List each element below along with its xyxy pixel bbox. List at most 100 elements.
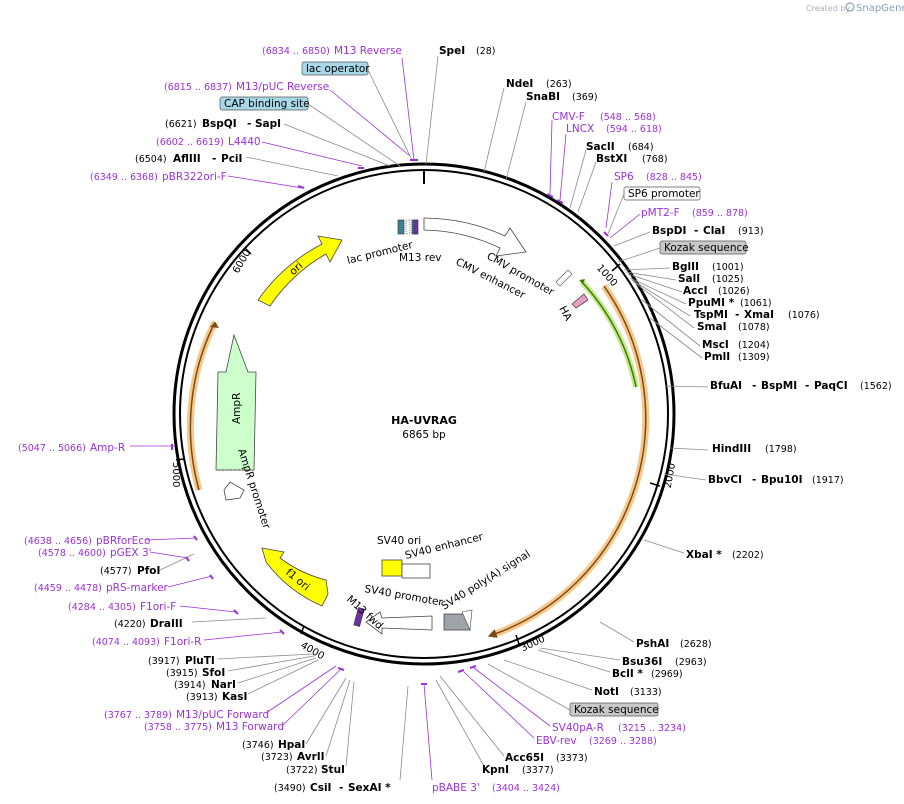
enzyme-bfuai-sep: - (752, 380, 756, 392)
enzyme-pluti: PluTI (185, 655, 215, 667)
enzyme-nari: NarI (211, 679, 236, 691)
enzyme-draiii-pos: (4220) (114, 619, 146, 630)
cap-binding-site-box (219, 96, 309, 111)
tick-5000: 5000 (170, 462, 181, 487)
enzyme-nari-pos: (3914) (174, 680, 206, 691)
uvrag-cds-arrow (487, 285, 647, 638)
enzyme-pmli: PmlI (704, 351, 730, 363)
primer-l4440: L4440 (228, 136, 261, 148)
enzyme-bcli-pos: (2969) (651, 669, 683, 680)
enzyme-bbvci: BbvCI (708, 474, 742, 486)
primer-f1ori-f: F1ori-F (140, 601, 176, 613)
sp6-promoter-box-label: SP6 promoter (628, 188, 700, 200)
enzyme-bpu10i-pos: (1917) (812, 475, 844, 486)
sv40-promoter-label: SV40 promoter (363, 583, 444, 609)
enzyme-paqci-pos: (1562) (860, 381, 892, 392)
primer-pbr322ori-f: pBR322ori-F (162, 171, 227, 183)
enzyme-bspmi: BspMI (761, 380, 797, 392)
primer-m13-forward: M13 Forward (216, 721, 284, 733)
enzyme-ndei-pos: (263) (546, 79, 572, 90)
primer-l4440-range: (6602 .. 6619) (156, 137, 224, 148)
enzyme-xbai-pos: (2202) (732, 550, 764, 561)
enzyme-bfuai: BfuAI (710, 380, 742, 392)
enzyme-acci-pos: (1026) (718, 286, 750, 297)
primer-pbr322ori-f-range: (6349 .. 6368) (90, 172, 158, 183)
enzyme-tspmi-sep: - (735, 309, 739, 321)
enzyme-hpai: HpaI (278, 739, 305, 751)
enzyme-bcli: BclI * (612, 668, 643, 680)
primer-ebv-rev: EBV-rev (536, 735, 577, 747)
primer-m13-puc-reverse: M13/pUC Reverse (236, 81, 329, 93)
enzyme-pfoi: PfoI (137, 565, 160, 577)
ampr-label: AmpR (231, 393, 243, 424)
enzyme-bstxi: BstXI (596, 153, 627, 165)
sv40-polya-label: SV40 poly(A) signal (439, 548, 532, 613)
enzyme-paqci: PaqCI (814, 380, 848, 392)
enzyme-bspmi-sep: - (805, 380, 809, 392)
enzyme-smai: SmaI (697, 321, 727, 333)
ampr-promoter-feature (223, 481, 245, 501)
f1-ori-feature (261, 547, 329, 607)
enzyme-sacii: SacII (586, 141, 615, 153)
enzyme-sali: SalI (678, 273, 700, 285)
enzyme-pluti-pos: (3917) (148, 656, 180, 667)
enzyme-xmai-pos: (1076) (788, 310, 820, 321)
primer-m13-puc-forward-range: (3767 .. 3789) (104, 710, 172, 721)
primer-sp6-range: (828 .. 845) (646, 172, 702, 183)
enzyme-bspqi: BspQI (202, 118, 237, 130)
primer-m13-forward-range: (3758 .. 3775) (144, 722, 212, 733)
primer-f1ori-r: F1ori-R (164, 636, 201, 648)
primer-pbrforeco: pBRforEco (96, 535, 150, 547)
primer-pgex3-range: (4578 .. 4600) (38, 548, 106, 559)
enzyme-xbai: XbaI * (686, 549, 722, 561)
kozak-box-bottom-label: Kozak sequence (574, 704, 659, 716)
primer-sp6: SP6 (614, 171, 634, 183)
lac-operator-box-label: lac operator (306, 63, 370, 75)
enzyme-bsu36i: Bsu36I (622, 656, 662, 668)
enzyme-acc65i-pos: (3373) (556, 753, 588, 764)
enzyme-msci: MscI (702, 339, 729, 351)
ha-label: HA (556, 304, 574, 324)
enzyme-sfoi-pos: (3915) (166, 668, 198, 679)
enzyme-csii: CsiI (310, 782, 331, 794)
sp6-promoter-box (623, 186, 701, 201)
plasmid-name: HA-UVRAG (391, 414, 457, 427)
enzyme-hindiii-pos: (1798) (765, 444, 797, 455)
enzyme-csii-pos: (3490) (274, 783, 306, 794)
primer-f1ori-r-range: (4074 .. 4093) (92, 637, 160, 648)
enzyme-sacii-pos: (684) (628, 142, 654, 153)
ori-feature (257, 235, 343, 307)
primer-prs-marker-range: (4459 .. 4478) (34, 583, 102, 594)
sv40-promoter-feature (365, 611, 433, 635)
primer-lncx-range: (594 .. 618) (606, 124, 662, 135)
enzyme-csii-sep: - (339, 782, 343, 794)
ampr-highlight-arrowhead (210, 322, 219, 328)
primer-sv40pa-r: SV40pA-R (552, 722, 604, 734)
primer-pbabe3-range: (3404 .. 3424) (492, 783, 560, 794)
primer-m13-puc-forward: M13/pUC Forward (176, 709, 269, 721)
enzyme-spei-pos: (28) (476, 46, 496, 57)
kozak-box-bottom (569, 702, 659, 717)
plasmid-size: 6865 bp (402, 429, 446, 441)
ampr-highlight-line (189, 321, 216, 491)
backbone-outer-ring (172, 162, 676, 666)
enzyme-kpni: KpnI (482, 764, 509, 776)
primer-pbrforeco-range: (4638 .. 4656) (24, 536, 92, 547)
enzyme-hpai-pos: (3746) (242, 740, 274, 751)
uvrag-green-arrow (579, 279, 637, 388)
enzyme-clai-pos: (913) (738, 226, 764, 237)
enzyme-stui: StuI (321, 764, 345, 776)
sv40-enhancer-feature (401, 563, 431, 579)
enzyme-spei: SpeI (439, 45, 465, 57)
enzyme-bsu36i-pos: (2963) (675, 657, 707, 668)
cap-binding-site-box-label: CAP binding site (224, 98, 310, 110)
enzyme-bglii-pos: (1001) (712, 262, 744, 273)
sv40-ori-feature (381, 559, 403, 577)
enzyme-kpni-pos: (3377) (522, 765, 554, 776)
enzyme-pcii: PciI (221, 153, 242, 165)
uvrag-green-arrowhead (580, 279, 585, 284)
enzyme-ppumi: PpuMI * (688, 297, 735, 309)
primer-sv40pa-r-range: (3215 .. 3234) (618, 723, 686, 734)
enzyme-hindiii: HindIII (712, 443, 751, 455)
enzyme-smai-pos: (1078) (738, 322, 770, 333)
